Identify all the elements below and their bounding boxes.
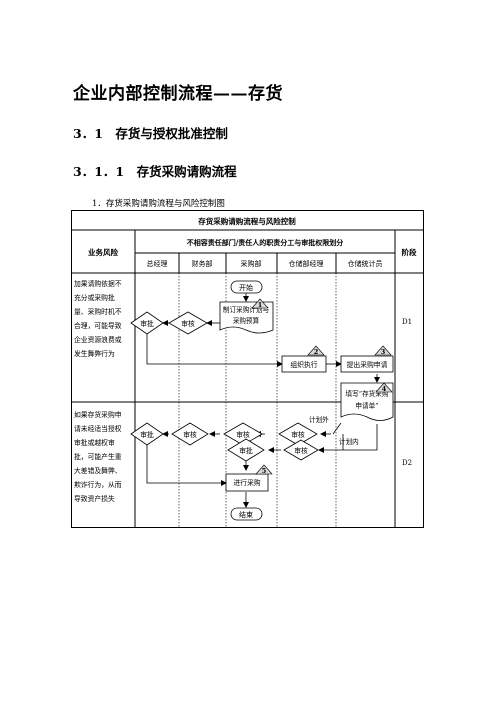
stage-d1: D1 [402, 318, 412, 326]
in-plan-label: 计划内 [339, 437, 359, 446]
svg-text:审批: 审批 [239, 446, 253, 455]
purchase-node: 进行采购 [225, 473, 269, 492]
svg-text:采购预算: 采购预算 [233, 316, 260, 325]
request-node: 提出采购申请 [340, 355, 394, 373]
svg-text:2: 2 [314, 348, 319, 356]
risk-control-flowchart: 存货采购请购流程与风险控制 业务风险 不相容责任部门/责任人的职责分工与审批权限… [71, 210, 424, 528]
role-purchasing: 采购部 [241, 259, 262, 268]
svg-text:欺诈行为，从而: 欺诈行为，从而 [74, 480, 122, 489]
svg-text:批，可能产生重: 批，可能产生重 [74, 452, 122, 461]
stage-header: 阶段 [402, 247, 417, 257]
svg-text:5: 5 [262, 467, 267, 475]
fill-form-document-node: 填写“存货采购 申请单” [340, 382, 394, 421]
step-marker-2: 2 [307, 345, 325, 356]
svg-text:申请单”: 申请单” [355, 401, 378, 410]
svg-text:4: 4 [382, 385, 387, 393]
start-node: 开始 [230, 280, 263, 294]
figure-caption: 1．存货采购请购流程与风险控制图 [92, 199, 225, 209]
plan-document-node: 制订采购计划与 采购预算 [219, 301, 274, 334]
step-marker-5: 5 [255, 464, 273, 475]
step-marker-3: 3 [374, 345, 392, 356]
purchasing-review-diamond: 审核 [223, 422, 263, 446]
purchasing-approve-diamond: 审批 [227, 438, 265, 462]
svg-text:提出采购申请: 提出采购申请 [347, 360, 388, 369]
role-finance: 财务部 [192, 259, 213, 268]
warehouse-review-diamond: 审核 [278, 422, 318, 446]
svg-text:结束: 结束 [239, 510, 253, 519]
table-grid [71, 210, 424, 528]
svg-text:审批: 审批 [140, 430, 154, 439]
risk-text-2: 如果存货采购申 请未经适当授权 审批或越权审 批，可能产生重 大差错及舞弊、 欺… [74, 410, 122, 503]
role-general-manager: 总经理 [147, 259, 168, 268]
svg-text:审核: 审核 [236, 430, 250, 439]
svg-text:3: 3 [381, 348, 386, 356]
svg-text:大差错及舞弊、: 大差错及舞弊、 [74, 466, 122, 475]
svg-text:组织执行: 组织执行 [290, 360, 317, 369]
svg-text:填写“存货采购: 填写“存货采购 [346, 389, 389, 398]
table-title: 存货采购请购流程与风险控制 [197, 216, 296, 226]
gm-approve-diamond-1: 审批 [130, 311, 164, 335]
section-heading: 3．1 存货与授权批准控制 [73, 126, 228, 141]
step-marker-1: 1 [251, 298, 269, 309]
end-node: 结束 [230, 507, 263, 521]
svg-text:审核: 审核 [181, 319, 195, 328]
svg-text:合理，可能导致: 合理，可能导致 [74, 321, 122, 330]
svg-text:发生舞弊行为: 发生舞弊行为 [74, 349, 115, 358]
svg-text:开始: 开始 [239, 283, 253, 292]
svg-text:充分或采购批: 充分或采购批 [74, 293, 115, 302]
risk-header: 业务风险 [88, 247, 118, 257]
finance-review-diamond-2: 审核 [171, 422, 209, 446]
organize-node: 组织执行 [281, 355, 327, 373]
role-warehouse-clerk: 仓储统计员 [348, 259, 383, 268]
svg-text:导致资产损失: 导致资产损失 [74, 494, 115, 503]
finance-review-diamond-1: 审核 [168, 311, 208, 335]
role-warehouse-manager: 仓储部经理 [289, 259, 324, 268]
division-header: 不相容责任部门/责任人的职责分工与审批权限划分 [187, 238, 344, 247]
page-title: 企业内部控制流程——存货 [73, 84, 283, 104]
svg-text:企业资源浪费或: 企业资源浪费或 [74, 335, 122, 344]
svg-text:如果存货采购申: 如果存货采购申 [74, 410, 122, 419]
svg-text:请未经适当授权: 请未经适当授权 [74, 424, 122, 433]
svg-text:量、采购时机不: 量、采购时机不 [74, 307, 122, 316]
subsection-heading: 3．1．1 存货采购请购流程 [73, 164, 237, 179]
svg-text:制订采购计划与: 制订采购计划与 [223, 305, 269, 314]
warehouse-review-diamond-2: 审核 [283, 439, 319, 461]
svg-text:审批或越权审: 审批或越权审 [74, 438, 115, 447]
step-marker-4: 4 [375, 382, 393, 393]
stage-d2: D2 [402, 459, 412, 467]
svg-text:审核: 审核 [294, 446, 308, 455]
svg-text:1: 1 [258, 301, 263, 309]
svg-text:进行采购: 进行采购 [233, 478, 260, 487]
out-of-plan-label: 计划外 [309, 415, 329, 424]
gm-approve-diamond-2: 审批 [130, 422, 164, 446]
svg-text:审核: 审核 [183, 430, 197, 439]
risk-text-1: 加果请购依据不 充分或采购批 量、采购时机不 合理，可能导致 企业资源浪费或 发… [74, 279, 122, 358]
svg-text:审核: 审核 [291, 430, 305, 439]
svg-text:加果请购依据不: 加果请购依据不 [74, 279, 122, 288]
svg-text:审批: 审批 [140, 319, 154, 328]
